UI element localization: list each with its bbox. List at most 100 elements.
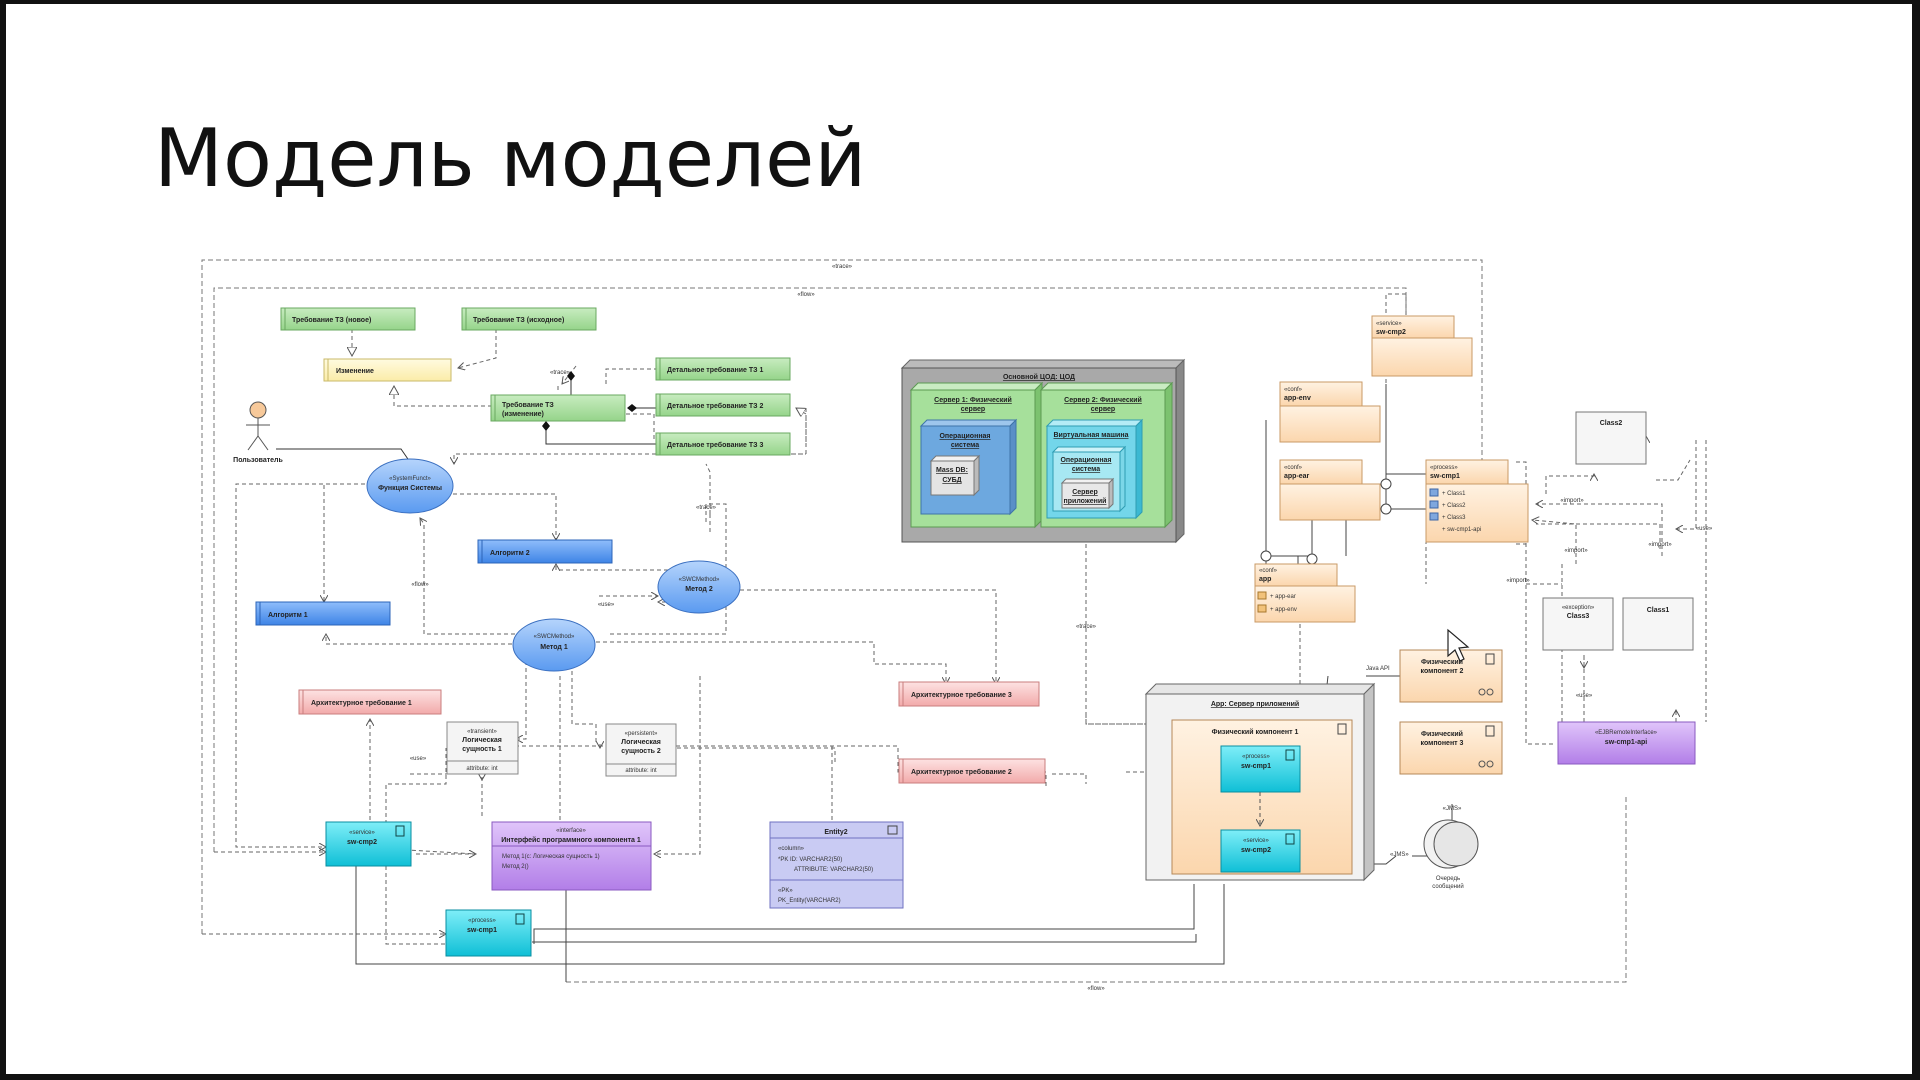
package-sw-cmp1[interactable]: «process» sw-cmp1 + Class1 + Class2 + Cl… [1425,459,1529,543]
change-label: Изменение [336,368,374,375]
interface-component-1[interactable]: «interface» Интерфейс программного компо… [491,821,652,891]
use-label-1: «use» [598,602,615,608]
entity2-name: Entity2 [824,829,847,836]
package-sw-cmp1-item-3: + Class3 [1442,515,1466,521]
flow-label-mid: «flow» [411,582,429,588]
trace-label-right: «trace» [1076,624,1097,630]
component-sw-cmp2[interactable]: «service» sw-cmp2 [325,821,412,867]
ejb-stereo: «EJBRemoteInterface» [1595,730,1658,736]
req-tz-changed[interactable]: Требование ТЗ (изменение) [490,394,626,422]
req-tz-orig[interactable]: Требование ТЗ (исходное) [461,307,597,331]
datacenter-title: Основной ЦОД: ЦОД [1003,373,1075,381]
logical-entity-1[interactable]: «transient» Логическая сущность 1 attrib… [446,721,519,775]
package-sw-cmp2[interactable]: «service» sw-cmp2 [1371,315,1473,377]
system-function[interactable]: «SystemFunct» Функция Системы [366,458,454,514]
app-server-inner-label-1: Сервер [1072,489,1098,496]
method-2[interactable]: «SWCMethod» Метод 2 [657,560,741,614]
entity2-table[interactable]: Entity2 «column» *PK ID: VARCHAR2(50) AT… [769,821,904,909]
package-app-env[interactable]: «conf» app-env [1279,381,1381,443]
physical-component-3[interactable]: Физический компонент 3 [1399,721,1503,775]
class-2[interactable]: Class2 [1575,411,1647,465]
req-tz-new[interactable]: Требование ТЗ (новое) [280,307,416,331]
virtual-machine-label: Виртуальная машина [1054,432,1129,439]
provided-interface-dot [1380,478,1392,490]
class-3-stereo: «exception» [1562,605,1595,611]
actor-user-label: Пользователь [233,457,283,464]
logical-entity-1-name-2: сущность 1 [462,746,502,753]
arch-req-3-label: Архитектурное требование 3 [911,691,1012,699]
import-label-1: «import» [1560,498,1584,504]
arch-req-3[interactable]: Архитектурное требование 3 [898,681,1040,707]
actor-user[interactable] [246,401,270,451]
algorithm-2[interactable]: Алгоритм 2 [477,539,613,564]
physical-component-1-label: Физический компонент 1 [1212,728,1299,736]
server-2-label-2: сервер [1091,406,1115,413]
inner-sw-cmp1-stereo: «process» [1242,754,1270,760]
algorithm-1-label: Алгоритм 1 [268,612,308,619]
message-queue[interactable]: Очередь сообщений [1423,819,1479,890]
package-app[interactable]: «conf» app + app-ear + app-env [1254,563,1356,623]
arch-req-1[interactable]: Архитектурное требование 1 [298,689,442,715]
class-1[interactable]: Class1 [1622,597,1694,651]
interface-method-2: Метод 2() [502,864,529,870]
change-node[interactable]: Изменение [323,358,452,382]
mass-db-label-2: СУБД [942,477,961,484]
package-app-stereo: «conf» [1259,568,1278,574]
inner-sw-cmp2[interactable]: «service» sw-cmp2 [1220,829,1301,873]
req-detail-3-label: Детальное требование ТЗ 3 [667,441,763,449]
logical-entity-1-stereo: «transient» [467,729,497,735]
server-2-label-1: Сервер 2: Физический [1064,396,1142,404]
package-sw-cmp1-item-4: + sw-cmp1-api [1442,527,1481,533]
ejb-interface[interactable]: «EJBRemoteInterface» sw-cmp1-api [1557,721,1696,765]
physical-component-2-label-2: компонент 2 [1421,668,1464,675]
page-title: Модель моделей [154,112,867,205]
system-function-stereo: «SystemFunct» [389,476,431,482]
jms-label-1: «JMS» [1390,852,1409,858]
inner-sw-cmp2-stereo: «service» [1243,838,1269,844]
logical-entity-2[interactable]: «persistent» Логическая сущность 2 attri… [605,723,677,777]
trace-label-mid: «trace» [696,505,717,511]
inner-sw-cmp1[interactable]: «process» sw-cmp1 [1220,745,1301,793]
component-sw-cmp2-name: sw-cmp2 [347,839,377,846]
server-1-label-2: сервер [961,406,985,413]
component-sw-cmp1-name: sw-cmp1 [467,927,497,934]
entity2-col1: *PK ID: VARCHAR2(50) [778,857,842,863]
os-2-label-2: система [1072,466,1100,473]
component-sw-cmp1[interactable]: «process» sw-cmp1 [445,909,532,957]
req-detail-1[interactable]: Детальное требование ТЗ 1 [655,357,791,381]
algorithm-1[interactable]: Алгоритм 1 [255,601,391,626]
method-1[interactable]: «SWCMethod» Метод 1 [512,618,596,672]
app-server-inner-label-2: приложений [1064,497,1107,505]
logical-entity-2-name-1: Логическая [621,739,661,746]
interface-stereo: «interface» [556,828,586,834]
logical-entity-1-attr: attribute: int [466,766,498,772]
import-label-2: «import» [1564,548,1588,554]
physical-component-2[interactable]: Физический компонент 2 [1399,649,1503,703]
use-label-2: «use» [410,756,427,762]
req-detail-3[interactable]: Детальное требование ТЗ 3 [655,432,791,456]
component-sw-cmp1-stereo: «process» [468,918,496,924]
package-sw-cmp1-item-2: + Class2 [1442,503,1466,509]
package-app-item-2: + app-env [1270,607,1297,613]
method-2-name: Метод 2 [685,586,713,593]
use-label-3: «use» [1696,526,1713,532]
package-sw-cmp1-name: sw-cmp1 [1430,473,1460,480]
system-function-name: Функция Системы [378,485,442,492]
class-3[interactable]: «exception» Class3 [1542,597,1614,651]
req-detail-2[interactable]: Детальное требование ТЗ 2 [655,393,791,417]
deployment-connectors [1086,293,1707,745]
logical-entity-2-name-2: сущность 2 [621,748,661,755]
method-connectors [202,463,1347,945]
provided-interface-dot [1260,550,1272,562]
os-2-label-1: Операционная [1060,457,1111,464]
app-server-title: App: Сервер приложений [1211,700,1299,708]
app-server-inner-node[interactable]: Сервер приложений [1060,477,1115,510]
logical-entity-2-attr: attribute: int [625,768,657,774]
os-1-label-2: система [951,442,979,449]
package-app-ear[interactable]: «conf» app-ear [1279,459,1381,521]
component-sw-cmp2-stereo: «service» [349,830,375,836]
mass-db-node[interactable]: Mass DB: СУБД [929,454,981,497]
arch-req-2[interactable]: Архитектурное требование 2 [898,758,1046,784]
server-1-label-1: Сервер 1: Физический [934,396,1012,404]
package-sw-cmp2-name: sw-cmp2 [1376,329,1406,336]
